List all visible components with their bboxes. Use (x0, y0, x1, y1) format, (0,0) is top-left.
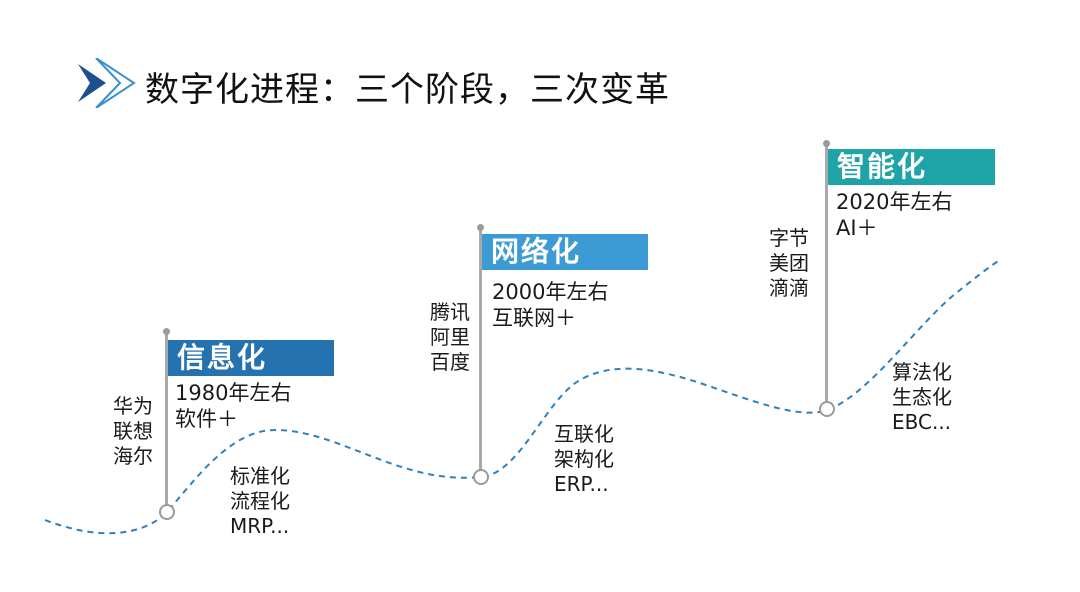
stage1-company: 华为 (113, 394, 153, 418)
stage1-company: 海尔 (113, 444, 153, 468)
stage3-company: 滴滴 (769, 276, 809, 300)
stage2-feature: 架构化 (554, 447, 614, 471)
stage1-theme: 软件＋ (175, 407, 238, 431)
stage1-feature: 标准化 (230, 464, 290, 488)
stage3-company: 字节 (769, 226, 809, 250)
stage2-company: 百度 (430, 350, 470, 374)
stage1-period: 1980年左右 (175, 381, 292, 405)
stage1-node (159, 504, 175, 520)
stage3-info: 2020年左右 AI＋ (836, 189, 952, 241)
stage3-pole (825, 144, 828, 402)
stage1-feature: MRP... (230, 514, 290, 538)
stage3-feature: EBC... (892, 410, 952, 434)
stage2-pole (479, 228, 482, 470)
stage1-feature: 流程化 (230, 489, 290, 513)
stage2-period: 2000年左右 (492, 280, 609, 304)
stage1-flag: 信息化 (168, 340, 334, 376)
stage3-features: 算法化 生态化 EBC... (892, 360, 952, 435)
stage2-company: 阿里 (430, 325, 470, 349)
stage3-pole-top (823, 140, 830, 147)
stage1-features: 标准化 流程化 MRP... (230, 464, 290, 539)
stage3-node (819, 401, 835, 417)
stage2-node (473, 469, 489, 485)
stage2-theme: 互联网＋ (492, 306, 576, 330)
stage2-feature: ERP... (554, 472, 609, 496)
stage1-companies: 华为 联想 海尔 (113, 394, 153, 469)
stage3-feature: 算法化 (892, 360, 952, 384)
stage2-info: 2000年左右 互联网＋ (492, 279, 608, 331)
stage3-company: 美团 (769, 251, 809, 275)
stage3-companies: 字节 美团 滴滴 (769, 226, 809, 301)
stage2-pole-top (477, 224, 484, 231)
stage2-features: 互联化 架构化 ERP... (554, 422, 614, 497)
stage2-companies: 腾讯 阿里 百度 (430, 300, 470, 375)
stage2-flag: 网络化 (482, 234, 648, 270)
stage2-feature: 互联化 (554, 422, 614, 446)
stage3-flag: 智能化 (828, 149, 995, 185)
stage3-feature: 生态化 (892, 385, 952, 409)
stage1-company: 联想 (113, 419, 153, 443)
stage3-period: 2020年左右 (836, 190, 953, 214)
stage1-pole (165, 332, 168, 512)
stage1-info: 1980年左右 软件＋ (175, 380, 291, 432)
stage1-pole-top (163, 328, 170, 335)
page-title: 数字化进程：三个阶段，三次变革 (145, 70, 670, 110)
chevron-right-icon (78, 58, 136, 108)
stage2-company: 腾讯 (430, 300, 470, 324)
stage3-theme: AI＋ (836, 216, 878, 240)
